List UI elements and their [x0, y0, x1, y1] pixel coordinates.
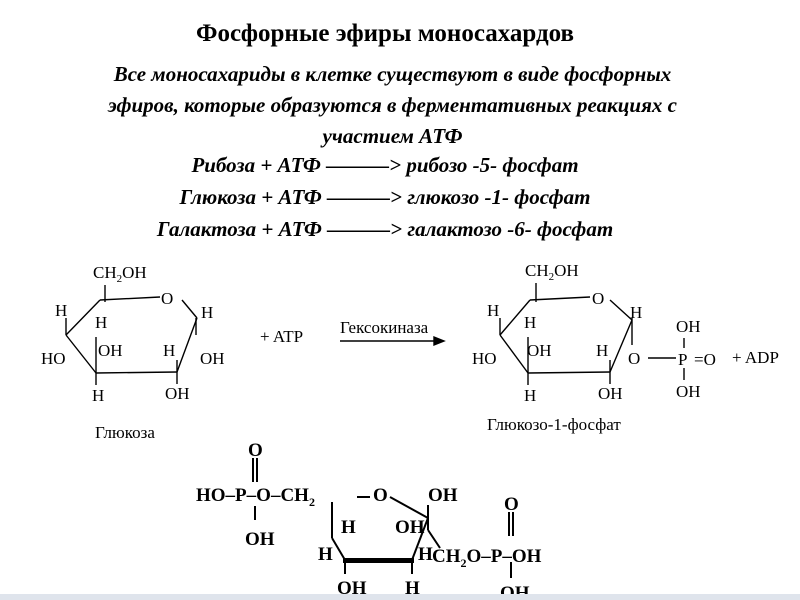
phosphate-double-o: =O: [694, 350, 716, 369]
bisphosphate-o-top: O: [248, 440, 263, 461]
bisphosphate-left-chain: HO–P–O–CH2: [196, 485, 315, 509]
phosphate-oh-bottom: OH: [676, 382, 701, 401]
phosphate-p: P: [678, 350, 687, 369]
bisphosphate-oh: OH: [337, 578, 367, 599]
glucose-oh: OH: [200, 349, 225, 368]
plus-adp: + ADP: [732, 348, 779, 367]
glucose-ring-o: O: [161, 289, 173, 308]
product-h: H: [524, 313, 536, 332]
bisphosphate-bold-bond: [343, 558, 414, 563]
bisphosphate-oh: OH: [395, 517, 425, 538]
bisphosphate-oh: OH: [245, 529, 275, 550]
bottom-strip: [0, 594, 800, 600]
product-ch2oh: CH2OH: [525, 261, 579, 283]
glucose-1-phosphate-structure: [499, 283, 685, 385]
equation-ribose: Рибоза + АТФ ———> рибозо -5- фосфат: [191, 153, 579, 177]
product-ho: HO: [472, 349, 497, 368]
product-ester-o: O: [628, 349, 640, 368]
plus-atp: + ATP: [260, 327, 303, 346]
glucose-h: H: [92, 386, 104, 405]
product-ring-o: O: [592, 289, 604, 308]
product-h: H: [524, 386, 536, 405]
bisphosphate-o-right: O: [504, 494, 519, 515]
bisphosphate-ring-o: O: [373, 485, 388, 506]
bisphosphate-h: H: [341, 517, 356, 538]
glucose-name: Глюкоза: [95, 423, 155, 442]
product-oh: OH: [598, 384, 623, 403]
glucose-h: H: [163, 341, 175, 360]
intro-line: Все моносахариды в клетке существуют в в…: [113, 62, 672, 86]
intro-line: эфиров, которые образуются в ферментатив…: [108, 93, 677, 117]
bisphosphate-h: H: [405, 578, 420, 599]
equation-glucose: Глюкоза + АТФ ———> глюкозо -1- фосфат: [179, 185, 591, 209]
equation-galactose: Галактоза + АТФ ———> галактозо -6- фосфа…: [156, 217, 614, 241]
glucose-h: H: [55, 301, 67, 320]
enzyme-label: Гексокиназа: [340, 318, 429, 337]
bisphosphate-h: H: [418, 544, 433, 565]
bisphosphate-h: H: [318, 544, 333, 565]
glucose-oh: OH: [98, 341, 123, 360]
reaction-arrow-icon: [340, 335, 446, 347]
product-h: H: [596, 341, 608, 360]
glucose-structure: [65, 285, 198, 385]
bisphosphate-right-chain: CH2O–P–OH: [432, 546, 542, 570]
product-oh: OH: [527, 341, 552, 360]
product-h: H: [487, 301, 499, 320]
glucose-h: H: [201, 303, 213, 322]
intro-text: Все моносахариды в клетке существуют в в…: [10, 59, 775, 152]
intro-line: участием АТФ: [322, 124, 463, 148]
glucose-h: H: [95, 313, 107, 332]
glucose-oh: OH: [165, 384, 190, 403]
product-h: H: [630, 303, 642, 322]
slide-title: Фосфорные эфиры моносахардов: [195, 20, 574, 47]
phosphate-oh-top: OH: [676, 317, 701, 336]
glucose-ch2oh: CH2OH: [93, 263, 147, 285]
glucose-ho: HO: [41, 349, 66, 368]
product-name: Глюкозо-1-фосфат: [487, 415, 621, 434]
bisphosphate-oh: OH: [428, 485, 458, 506]
